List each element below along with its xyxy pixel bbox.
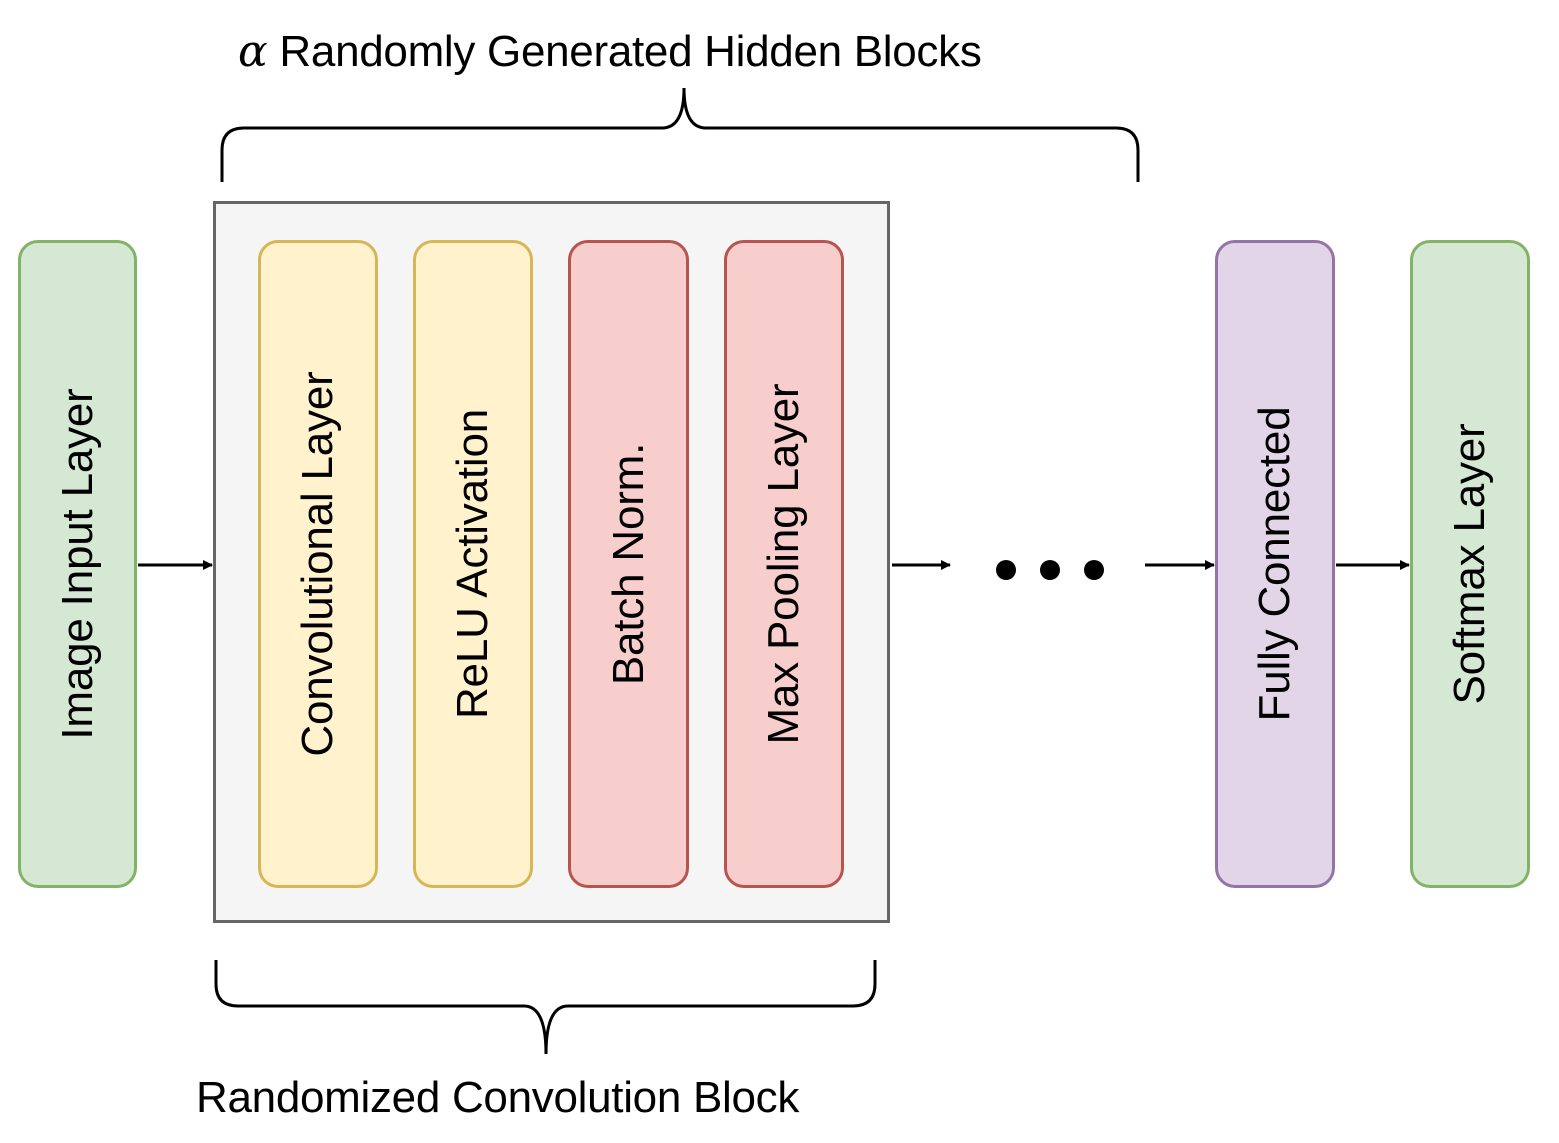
max-pooling-layer: Max Pooling Layer [724, 240, 844, 888]
ellipsis-dots [996, 560, 1104, 580]
batch-norm-layer: Batch Norm. [568, 240, 689, 888]
relu-activation-layer: ReLU Activation [413, 240, 533, 888]
hidden-blocks-caption-text: Randomly Generated Hidden Blocks [279, 27, 982, 76]
bottom-curly-brace [214, 960, 877, 1055]
top-curly-brace [220, 87, 1140, 182]
conv-block-caption: Randomized Convolution Block [196, 1073, 800, 1122]
ellipsis-dot-3 [1084, 560, 1104, 580]
fully-connected-layer: Fully Connected [1215, 240, 1335, 888]
convolutional-layer: Convolutional Layer [258, 240, 378, 888]
ellipsis-dot-1 [996, 560, 1016, 580]
image-input-layer: Image Input Layer [18, 240, 137, 888]
ellipsis-dot-2 [1040, 560, 1060, 580]
alpha-symbol: α [238, 26, 268, 77]
softmax-layer: Softmax Layer [1410, 240, 1530, 888]
